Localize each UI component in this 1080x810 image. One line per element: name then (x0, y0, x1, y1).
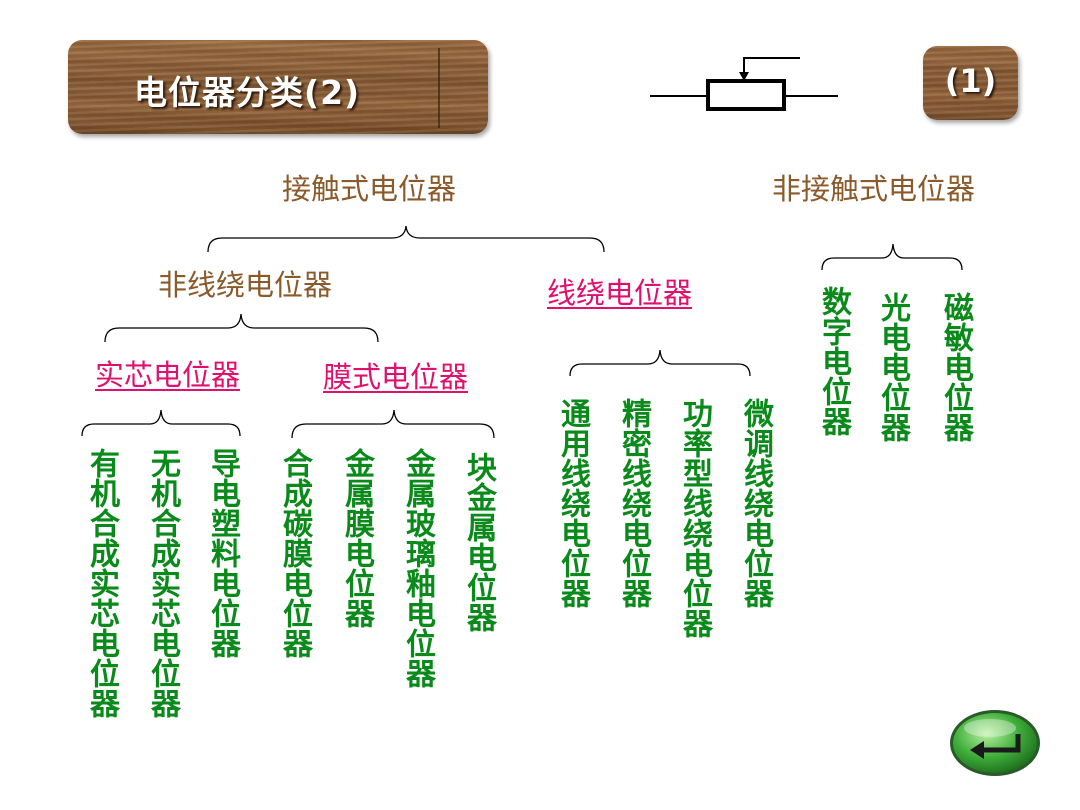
link-wirewound-potentiometer[interactable]: 线绕电位器 (547, 276, 693, 310)
leaf-trimmer-wirewound: 微调线绕电位器 (738, 398, 773, 608)
leaf-inorganic-solid-core: 无机合成实芯电位器 (145, 448, 180, 718)
link-film-potentiometer[interactable]: 膜式电位器 (323, 360, 469, 394)
brace-film (291, 409, 495, 439)
return-arrow-icon (970, 734, 1021, 759)
label-non-wirewound-potentiometer: 非线绕电位器 (158, 268, 333, 302)
leaf-power-wirewound: 功率型线绕电位器 (677, 398, 712, 638)
leaf-metal-glaze: 金属玻璃釉电位器 (400, 448, 435, 688)
leaf-digital-potentiometer: 数字电位器 (816, 286, 851, 436)
leaf-photoelectric-potentiometer: 光电电位器 (875, 292, 910, 442)
brace-wirewound (569, 349, 751, 377)
leaf-bulk-metal: 块金属电位器 (461, 452, 496, 632)
leaf-precision-wirewound: 精密线绕电位器 (616, 398, 651, 608)
brace-solid-core (81, 409, 241, 437)
banner-divider (438, 48, 440, 128)
leaf-conductive-plastic: 导电塑料电位器 (205, 448, 240, 658)
label-non-contact-potentiometer: 非接触式电位器 (772, 172, 976, 206)
link-solid-core-potentiometer[interactable]: 实芯电位器 (95, 358, 241, 392)
leaf-metal-film: 金属膜电位器 (339, 448, 374, 628)
page-indicator-badge: (1) (923, 46, 1018, 120)
label-contact-potentiometer: 接触式电位器 (282, 172, 457, 206)
leaf-organic-solid-core: 有机合成实芯电位器 (84, 448, 119, 718)
leaf-general-wirewound: 通用线绕电位器 (555, 398, 590, 608)
page-title: 电位器分类(2) (134, 73, 361, 112)
return-button[interactable] (948, 708, 1042, 778)
brace-contact (207, 225, 605, 253)
page-indicator: (1) (944, 62, 997, 100)
title-banner: 电位器分类(2) (68, 40, 488, 134)
leaf-carbon-film: 合成碳膜电位器 (277, 448, 312, 658)
brace-non-wirewound (104, 313, 379, 343)
brace-non-contact (821, 243, 963, 271)
potentiometer-symbol-icon (650, 57, 838, 111)
leaf-magnetic-potentiometer: 磁敏电位器 (938, 292, 973, 442)
